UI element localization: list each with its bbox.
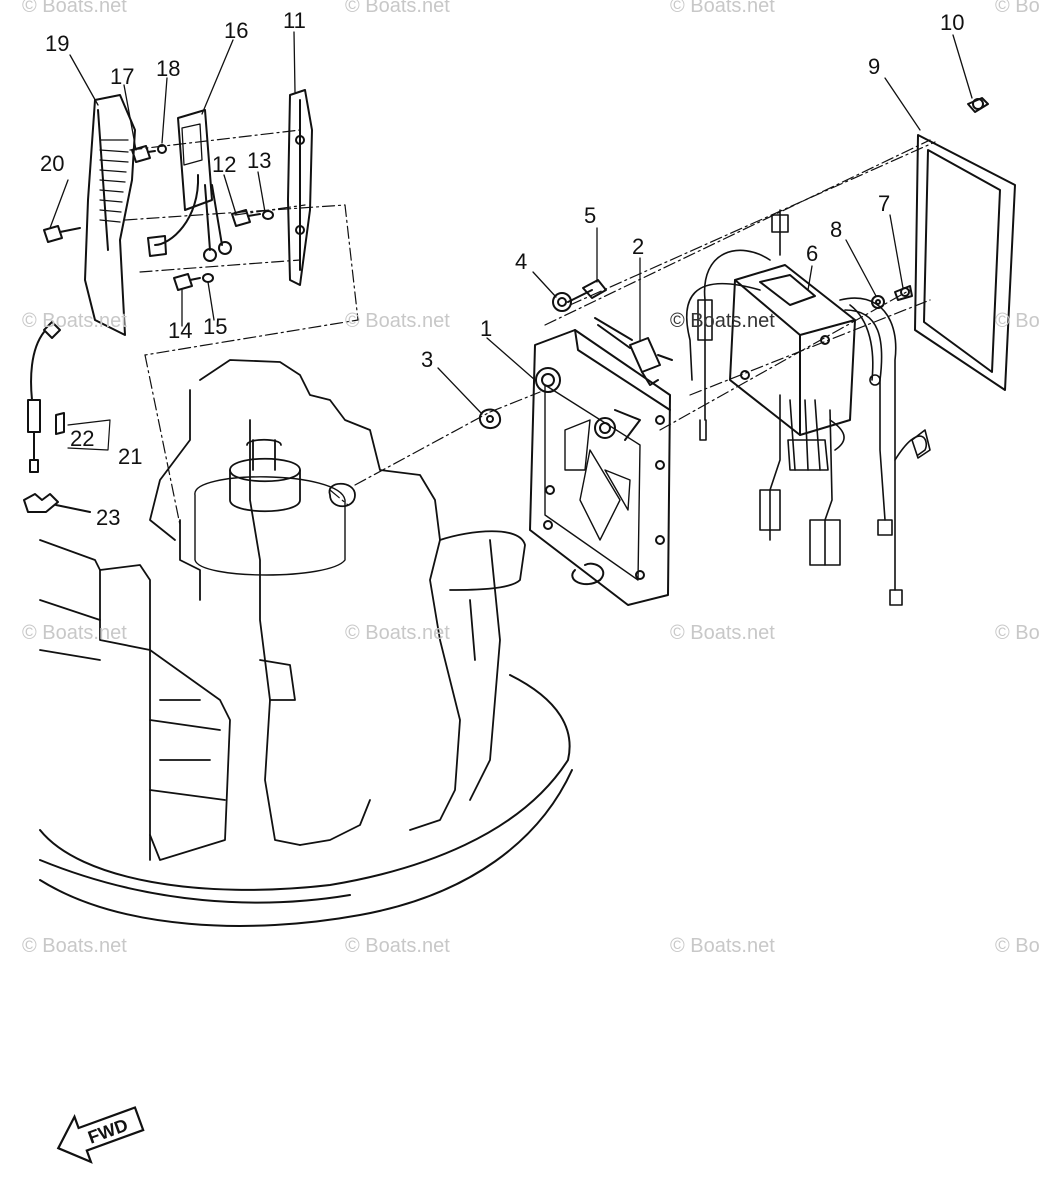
callout-part-19[interactable]: 19 [45, 31, 70, 56]
callout-part-17[interactable]: 17 [110, 64, 135, 89]
callout-part-8[interactable]: 8 [830, 217, 843, 242]
label-bracket-21 [67, 419, 111, 451]
screw-14 [173, 273, 201, 291]
screw-10 [967, 97, 989, 113]
washer-15 [202, 273, 214, 283]
clip-23 [23, 493, 91, 513]
callout-part-11[interactable]: 11 [283, 8, 306, 33]
callout-part-20[interactable]: 20 [40, 151, 65, 176]
callout-part-13[interactable]: 13 [247, 148, 272, 173]
lead-wire-21 [27, 321, 61, 473]
washer-13 [262, 210, 274, 220]
forward-arrow: FWD [56, 1106, 145, 1164]
bolt-20 [43, 225, 81, 243]
wiring-harness [685, 209, 931, 606]
cdi-unit-6 [729, 264, 856, 436]
callout-part-6[interactable]: 6 [806, 241, 819, 266]
bracket-plate-1 [529, 329, 671, 606]
assembly-guide-lines [124, 129, 936, 526]
callout-part-2[interactable]: 2 [632, 234, 645, 259]
callout-part-1[interactable]: 1 [480, 316, 493, 341]
callout-part-12[interactable]: 12 [212, 152, 237, 177]
callout-part-16[interactable]: 16 [224, 18, 249, 43]
fuse-22 [55, 412, 65, 435]
screw-12 [231, 209, 261, 227]
screw-17 [131, 145, 156, 163]
callout-part-23[interactable]: 23 [96, 505, 121, 530]
callout-part-22[interactable]: 22 [70, 426, 95, 451]
callout-part-9[interactable]: 9 [868, 54, 881, 79]
bolt-5 [567, 279, 607, 303]
leader-lines [49, 31, 973, 415]
engine-block [39, 359, 526, 861]
washer-8 [871, 295, 885, 309]
callout-part-10[interactable]: 10 [940, 10, 965, 35]
nut-4 [552, 292, 572, 312]
callout-part-5[interactable]: 5 [584, 203, 597, 228]
switch-2 [594, 317, 673, 386]
callout-part-14[interactable]: 14 [168, 318, 193, 343]
engine-base-outline [39, 674, 573, 927]
rectifier-16 [147, 109, 232, 262]
callout-part-21[interactable]: 21 [118, 444, 143, 469]
cover-19 [84, 94, 136, 336]
washer-18 [157, 144, 167, 154]
grommet-3 [478, 408, 502, 429]
callout-part-15[interactable]: 15 [203, 314, 228, 339]
callout-part-3[interactable]: 3 [421, 347, 434, 372]
callout-part-4[interactable]: 4 [515, 249, 528, 274]
screw-7 [894, 285, 913, 301]
callout-part-18[interactable]: 18 [156, 56, 181, 81]
gasket-9 [914, 134, 1016, 391]
bracket-11 [287, 89, 313, 286]
callout-part-7[interactable]: 7 [878, 191, 891, 216]
